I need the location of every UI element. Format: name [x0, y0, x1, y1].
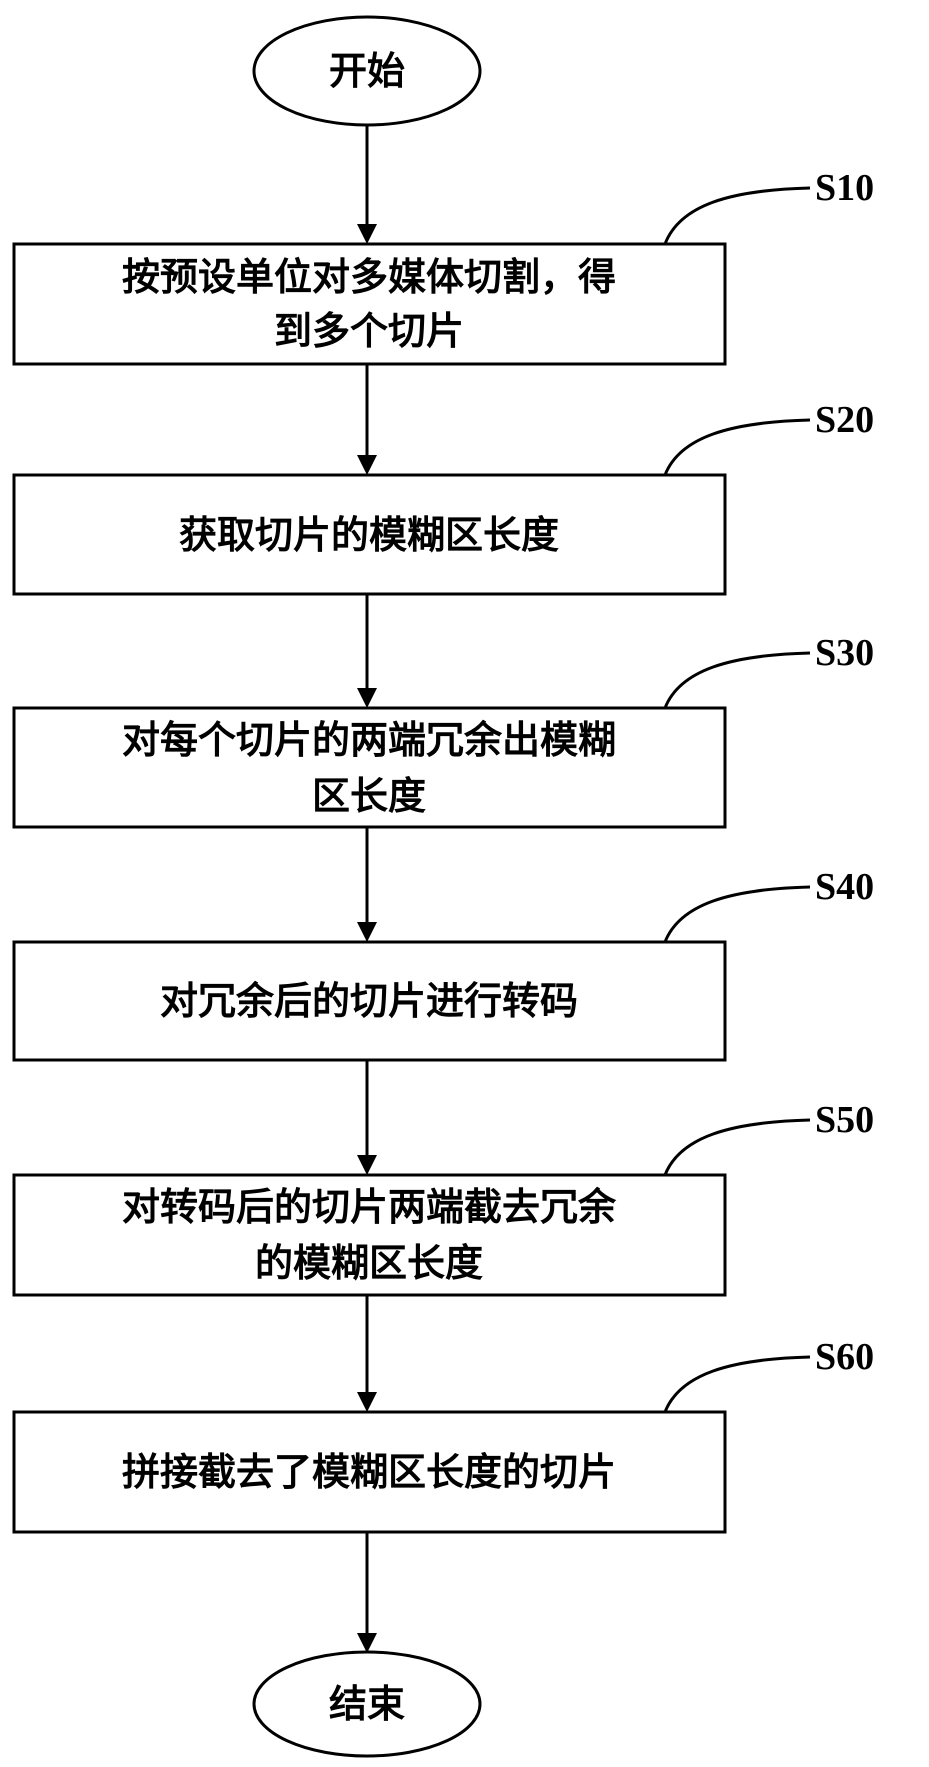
step-s30: 对每个切片的两端冗余出模糊 区长度 S30	[12, 632, 874, 829]
leader-s40	[663, 885, 811, 943]
arrowhead-s10	[357, 224, 377, 244]
step-s60: 拼接截去了模糊区长度的切片 S60	[12, 1336, 874, 1534]
step-box-s40	[12, 940, 727, 1062]
end-node: 结束	[252, 1650, 482, 1758]
step-s40: 对冗余后的切片进行转码 S40	[12, 866, 874, 1062]
step-box-s10	[12, 242, 727, 366]
arrowhead-end	[357, 1633, 377, 1653]
arrowhead-s40	[357, 922, 377, 942]
step-id-s10: S10	[815, 167, 874, 209]
start-ellipse	[252, 15, 482, 127]
step-id-s60: S60	[815, 1336, 874, 1378]
edges	[357, 125, 377, 1653]
step-box-s60	[12, 1410, 727, 1534]
step-text-s30-line-1: 对每个切片的两端冗余出模糊	[122, 718, 616, 762]
step-box-s30	[12, 706, 727, 829]
step-id-s30: S30	[815, 632, 874, 674]
arrowhead-s60	[357, 1392, 377, 1412]
leader-s20	[663, 418, 811, 476]
leader-s30	[663, 651, 811, 709]
start-node: 开始	[252, 15, 482, 127]
step-text-s30-line-2: 区长度	[312, 774, 426, 818]
step-box-s50	[12, 1173, 727, 1297]
step-s10: 按预设单位对多媒体切割，得 到多个切片 S10	[12, 167, 874, 366]
step-text-s60-line-1: 拼接截去了模糊区长度的切片	[122, 1450, 616, 1494]
leader-s50	[663, 1118, 811, 1176]
step-id-s40: S40	[815, 866, 874, 908]
start-label: 开始	[329, 49, 405, 93]
leader-s60	[663, 1355, 811, 1413]
leader-lines	[663, 186, 811, 1413]
arrowhead-s50	[357, 1155, 377, 1175]
step-id-s20: S20	[815, 399, 874, 441]
end-ellipse	[252, 1650, 482, 1758]
step-text-s50-line-1: 对转码后的切片两端截去冗余	[122, 1185, 617, 1229]
arrowhead-s30	[357, 688, 377, 708]
step-text-s10-line-2: 到多个切片	[274, 309, 464, 353]
step-text-s40-line-1: 对冗余后的切片进行转码	[160, 979, 578, 1023]
step-box-s20	[12, 473, 727, 596]
leader-s10	[663, 186, 811, 245]
end-label: 结束	[329, 1682, 405, 1726]
step-s20: 获取切片的模糊区长度 S20	[12, 399, 874, 596]
arrowhead-s20	[357, 455, 377, 475]
step-id-s50: S50	[815, 1099, 874, 1141]
step-s50: 对转码后的切片两端截去冗余 的模糊区长度 S50	[12, 1099, 874, 1297]
step-text-s10-line-1: 按预设单位对多媒体切割，得	[122, 255, 616, 299]
step-text-s20-line-1: 获取切片的模糊区长度	[179, 513, 559, 557]
step-text-s50-line-2: 的模糊区长度	[255, 1241, 483, 1285]
